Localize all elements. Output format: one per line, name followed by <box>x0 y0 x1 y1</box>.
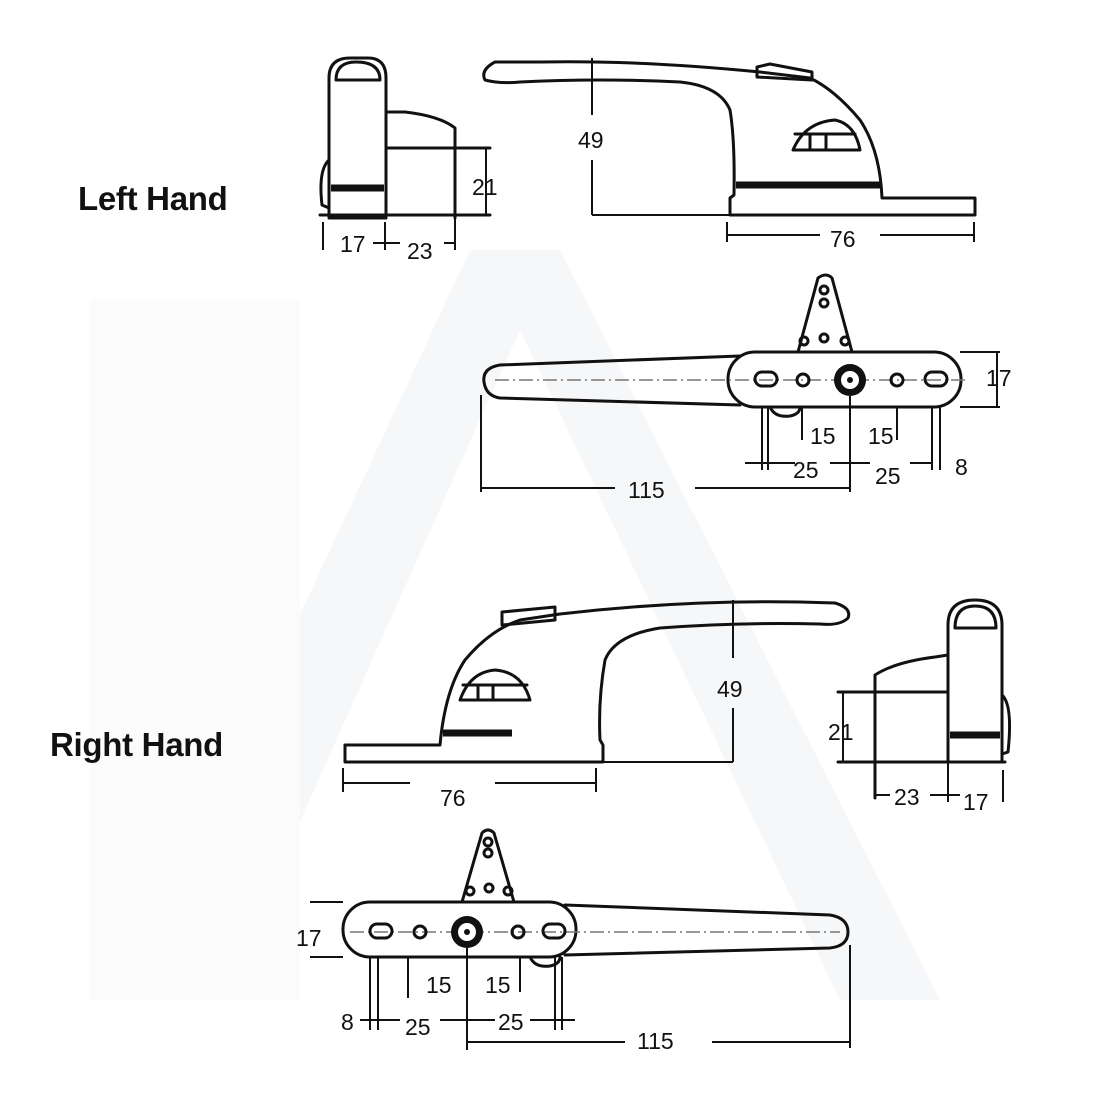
right-top-inner-left-dim: 15 <box>426 972 452 998</box>
right-top-width-dim: 17 <box>296 925 322 951</box>
right-side-base-length-dim: 76 <box>440 785 466 811</box>
right-side-height-dim: 49 <box>717 676 743 702</box>
left-side-height-dim: 49 <box>578 127 604 153</box>
right-hand-label: Right Hand <box>50 726 223 763</box>
right-top-inner-right-dim: 15 <box>485 972 511 998</box>
left-top-outer-left-dim: 25 <box>793 457 819 483</box>
right-end-height-dim: 21 <box>828 719 854 745</box>
left-end-height-dim: 21 <box>472 174 498 200</box>
right-hand-side-view: 49 76 <box>342 600 851 811</box>
left-end-width-b-dim: 23 <box>407 238 433 264</box>
right-hand-end-view: 21 23 17 <box>828 598 1011 815</box>
left-top-outer-right-dim: 25 <box>875 463 901 489</box>
right-end-width-a-dim: 23 <box>894 784 920 810</box>
right-hand-top-view: 17 15 15 8 25 25 115 <box>296 828 851 1054</box>
right-end-width-b-dim: 17 <box>963 789 989 815</box>
left-hand-label: Left Hand <box>78 180 228 217</box>
left-end-width-a-dim: 17 <box>340 231 366 257</box>
left-hand-side-view: 49 76 <box>482 58 977 252</box>
left-top-inner-left-dim: 15 <box>810 423 836 449</box>
right-top-outer-right-dim: 25 <box>498 1009 524 1035</box>
left-side-base-length-dim: 76 <box>830 226 856 252</box>
left-top-length-dim: 115 <box>628 477 665 503</box>
left-top-slot-dim: 8 <box>955 454 968 480</box>
right-top-length-dim: 115 <box>637 1028 674 1054</box>
right-top-slot-dim: 8 <box>341 1009 354 1035</box>
left-top-inner-right-dim: 15 <box>868 423 894 449</box>
right-top-outer-left-dim: 25 <box>405 1014 431 1040</box>
left-hand-end-view: 21 17 23 <box>318 56 498 264</box>
left-hand-top-view: 17 15 15 25 25 8 115 <box>480 273 1012 503</box>
left-top-width-dim: 17 <box>986 365 1012 391</box>
